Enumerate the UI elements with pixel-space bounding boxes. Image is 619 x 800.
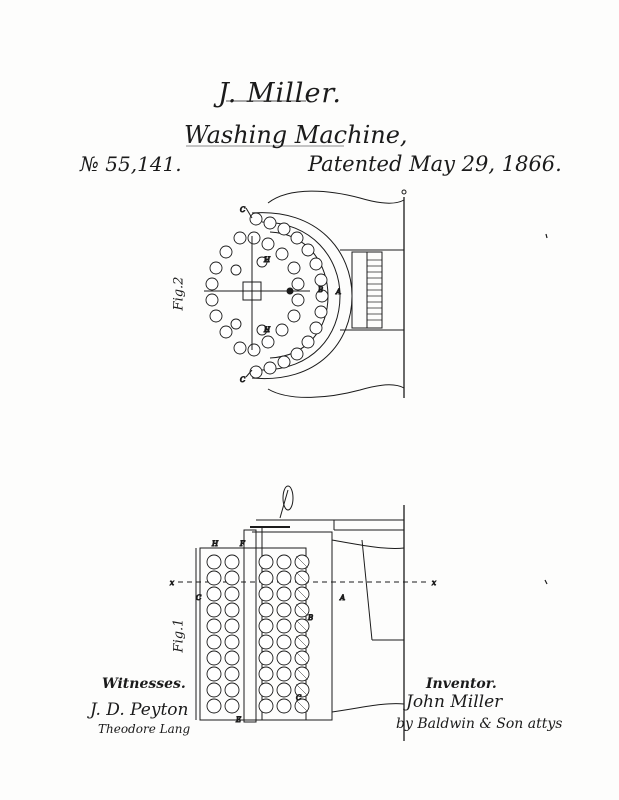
- svg-text:C: C: [196, 594, 202, 602]
- svg-text:B: B: [307, 614, 313, 622]
- svg-text:H: H: [211, 540, 219, 548]
- svg-text:C: C: [296, 694, 302, 702]
- inventor-header: J. Miller.: [218, 78, 342, 109]
- svg-text:F: F: [239, 540, 246, 548]
- attorney-signature: by Baldwin & Son attys: [396, 716, 563, 732]
- svg-text:x: x: [432, 579, 436, 587]
- witnesses-heading: Witnesses.: [102, 676, 186, 692]
- witness-signature-2: Theodore Lang: [98, 722, 191, 736]
- svg-text:C: C: [240, 376, 246, 384]
- svg-text:C: C: [240, 206, 246, 214]
- svg-text:x: x: [170, 579, 174, 587]
- inventor-heading: Inventor.: [426, 676, 497, 692]
- svg-text:A: A: [339, 594, 345, 602]
- svg-text:H: H: [263, 326, 271, 334]
- figure-2-drawing: C C B A H H: [204, 189, 407, 398]
- patent-date: Patented May 29, 1866.: [308, 152, 562, 176]
- svg-text:E: E: [235, 716, 241, 724]
- patent-title: Washing Machine,: [184, 121, 408, 149]
- svg-text:A: A: [335, 288, 341, 296]
- patent-number: № 55,141.: [80, 152, 182, 176]
- svg-text:H: H: [263, 256, 271, 264]
- witness-signature-1: J. D. Peyton: [90, 700, 189, 720]
- inventor-signature: John Miller: [406, 692, 503, 712]
- figure-2-label: Fig.2: [171, 276, 187, 311]
- figure-1-drawing: H F B C A x x E C: [170, 485, 437, 741]
- figure-1-label: Fig.1: [171, 618, 187, 653]
- svg-text:B: B: [317, 286, 323, 294]
